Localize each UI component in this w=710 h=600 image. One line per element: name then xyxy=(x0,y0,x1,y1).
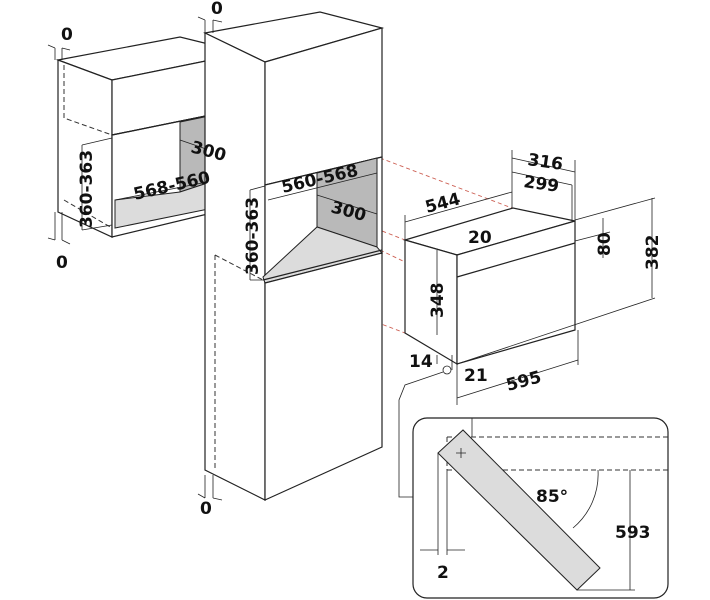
oven-depth-front: 299 xyxy=(522,172,560,197)
tall-height: 360-363 xyxy=(243,197,263,275)
oven-width: 595 xyxy=(504,367,543,396)
door-panel xyxy=(437,429,601,591)
tall-cabinet xyxy=(197,11,385,501)
wall-height: 360-363 xyxy=(77,150,97,228)
oven-depth-body: 544 xyxy=(423,189,463,218)
angle-arc xyxy=(572,469,599,529)
detail-connector xyxy=(398,371,444,498)
tall-gap-bottom: 0 xyxy=(200,499,212,519)
oven-top-offset: 20 xyxy=(468,228,492,248)
oven-panel-height: 80 xyxy=(595,232,615,256)
oven-height-body: 348 xyxy=(428,283,448,319)
oven-height-total: 382 xyxy=(643,235,663,271)
door-detail-inset xyxy=(412,417,669,599)
oven-appliance xyxy=(402,150,656,405)
wall-gap-bottom: 0 xyxy=(56,253,68,273)
door-height: 593 xyxy=(615,523,651,543)
tall-gap-top: 0 xyxy=(211,0,223,19)
door-clearance: 2 xyxy=(437,563,449,583)
oven-depth-total: 316 xyxy=(526,150,564,175)
wall-gap-top: 0 xyxy=(61,25,73,45)
door-angle: 85° xyxy=(536,487,568,507)
oven-bottom-offset: 14 xyxy=(409,352,433,372)
oven-side-offset: 21 xyxy=(464,366,488,386)
